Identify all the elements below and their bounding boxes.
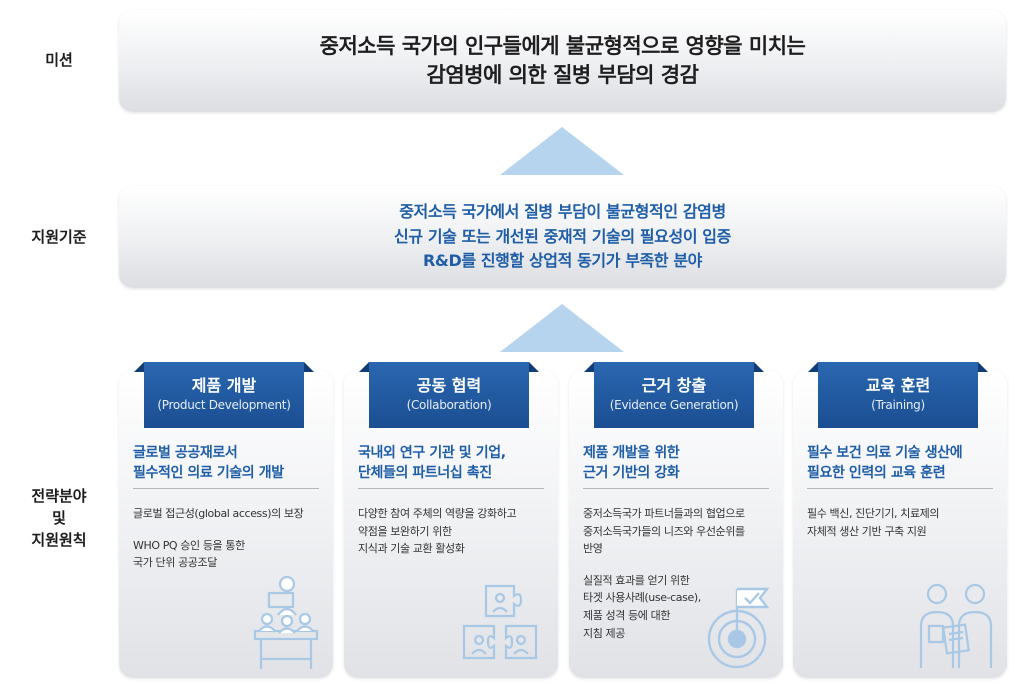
card-description: 다양한 참여 주체의 역량을 강화하고 약점을 보완하기 위한 지식과 기술 교… (358, 507, 517, 556)
criteria-text-line: 신규 기술 또는 개선된 중재적 기술의 필요성이 입증 (394, 226, 731, 246)
card-description: 글로벌 접근성(global access)의 보장 WHO PQ 승인 등을 … (133, 507, 304, 570)
card-heading: 국내외 연구 기관 및 기업, 단체들의 파트너십 촉진 (358, 445, 506, 482)
card-header: 제품 개발 (Product Development) (134, 362, 314, 428)
card-divider (133, 488, 319, 489)
card-heading: 글로벌 공공재로서 필수적인 의료 기술의 개발 (133, 445, 284, 482)
mission-text-line: 감염병에 의한 질병 부담의 경감 (426, 63, 699, 87)
up-arrow-icon (500, 304, 624, 352)
trainer-trainee-icon (919, 583, 993, 668)
card-description: 중저소득국가 파트너들과의 협업으로 중저소득국가들의 니즈와 우선순위를 반영… (583, 507, 745, 640)
card-product-development: 제품 개발 (Product Development) 글로벌 공공재로서 필수… (119, 362, 333, 678)
card-title: 교육 훈련 (865, 376, 931, 396)
card-title: 근거 창출 (641, 376, 707, 396)
criteria-box: 중저소득 국가에서 질병 부담이 불균형적인 감염병 신규 기술 또는 개선된 … (119, 186, 1006, 288)
card-header: 공동 협력 (Collaboration) (359, 362, 539, 428)
card-heading: 필수 보건 의료 기술 생산에 필요한 인력의 교육 훈련 (807, 445, 963, 482)
card-title: 제품 개발 (191, 376, 257, 396)
card-title: 공동 협력 (416, 376, 482, 396)
card-divider (807, 488, 993, 489)
card-subtitle: (Evidence Generation) (609, 398, 739, 412)
card-header: 근거 창출 (Evidence Generation) (584, 362, 764, 428)
criteria-text-line: R&D를 진행할 상업적 동기가 부족한 분야 (422, 251, 702, 271)
target-flag-icon (707, 587, 770, 669)
up-arrow-icon (500, 127, 624, 175)
row-label-strategy-line: 전략분야 (31, 487, 87, 505)
row-label-criteria: 지원기준 (31, 228, 87, 246)
card-description: 필수 백신, 진단기기, 치료제의 자체적 생산 기반 구축 지원 (807, 507, 940, 538)
classroom-icon (253, 575, 319, 669)
card-heading: 제품 개발을 위한 근거 기반의 강화 (583, 445, 680, 482)
card-divider (583, 488, 769, 489)
mission-text-line: 중저소득 국가의 인구들에게 불균형적으로 영향을 미치는 (319, 33, 806, 58)
card-evidence-generation: 근거 창출 (Evidence Generation) 제품 개발을 위한 근거… (569, 362, 783, 678)
puzzle-people-icon (462, 584, 538, 660)
row-label-strategy-line: 및 (52, 508, 66, 527)
card-subtitle: (Collaboration) (406, 398, 492, 412)
card-training: 교육 훈련 (Training) 필수 보건 의료 기술 생산에 필요한 인력의… (793, 362, 1007, 678)
card-header: 교육 훈련 (Training) (808, 362, 988, 428)
row-label-strategy-line: 지원원칙 (31, 530, 87, 549)
card-divider (358, 488, 544, 489)
card-subtitle: (Product Development) (157, 398, 291, 412)
card-collaboration: 공동 협력 (Collaboration) 국내외 연구 기관 및 기업, 단체… (344, 362, 558, 678)
row-label-mission: 미션 (45, 51, 73, 69)
mission-box: 중저소득 국가의 인구들에게 불균형적으로 영향을 미치는 감염병에 의한 질병… (119, 10, 1006, 112)
card-subtitle: (Training) (871, 398, 925, 412)
row-label-strategy: 전략분야 및 지원원칙 (0, 486, 118, 551)
criteria-text-line: 중저소득 국가에서 질병 부담이 불균형적인 감염병 (399, 201, 726, 221)
